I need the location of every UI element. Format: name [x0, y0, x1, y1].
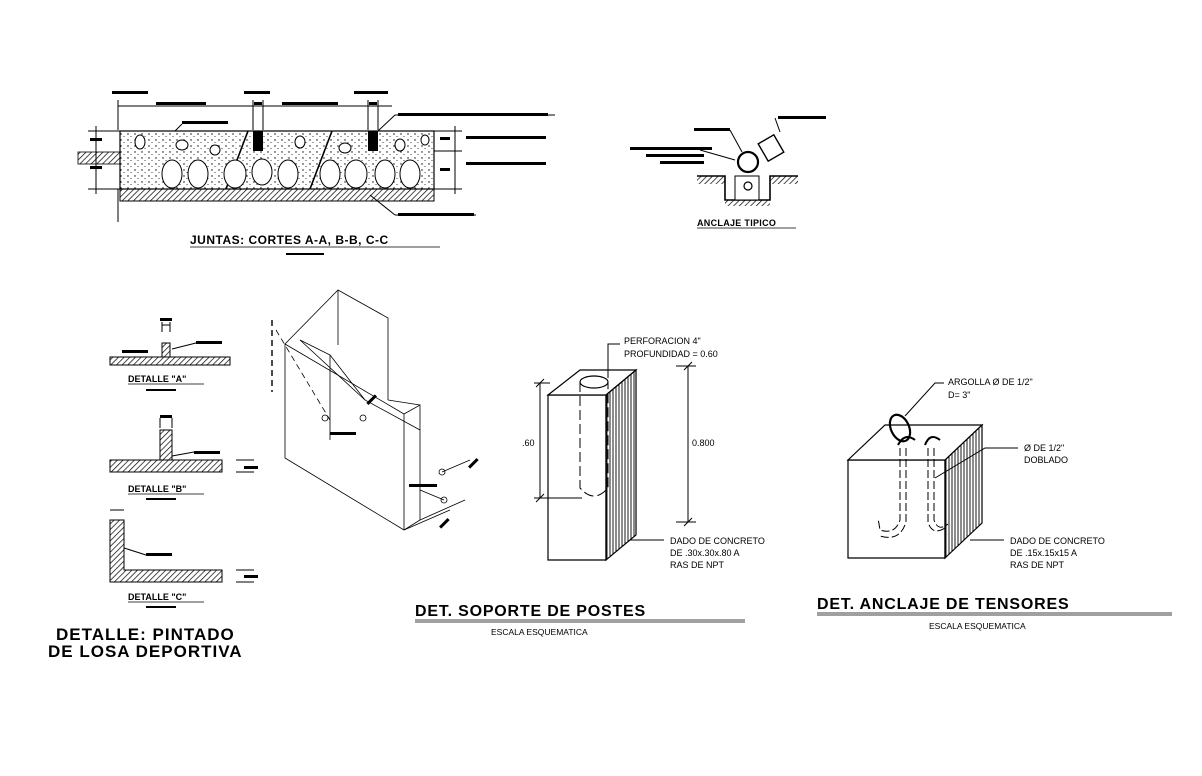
- tensor-rod-line1: Ø DE 1/2": [1024, 443, 1064, 453]
- tensor-block-line1: DADO DE CONCRETO: [1010, 536, 1105, 546]
- tensor-anchor-drawing: ARGOLLA Ø DE 1/2" D= 3" Ø DE 1/2" DOBLAD…: [817, 377, 1172, 631]
- detail-c-drawing: DETALLE "C": [109, 509, 258, 608]
- joints-section-drawing: JUNTAS: CORTES A-A, B-B, C-C: [77, 91, 555, 255]
- tensor-ring: [888, 413, 912, 443]
- detail-a-drawing: DETALLE "A": [109, 318, 231, 391]
- post-height-dim: 0.800: [692, 438, 715, 448]
- post-block-line2: DE .30x.30x.80 A: [670, 548, 740, 558]
- post-support-drawing: .60 0.800 PERFORACION 4" PROFUNDIDAD = 0…: [415, 336, 765, 637]
- post-perforation-line1: PERFORACION 4": [624, 336, 701, 346]
- joints-left-dimensions: [88, 126, 120, 222]
- detail-b-drawing: DETALLE "B": [109, 415, 258, 500]
- gravel-stones: [134, 134, 430, 189]
- post-depth-dim: .60: [522, 438, 535, 448]
- tensor-block-line2: DE .15x.15x15 A: [1010, 548, 1077, 558]
- joint-seal-1: [253, 131, 263, 151]
- painting-title-line1: DETALLE: PINTADO: [56, 625, 235, 644]
- joints-scale-mark: [286, 253, 324, 255]
- isometric-dim-marks: [330, 394, 479, 529]
- joints-title: JUNTAS: CORTES A-A, B-B, C-C: [190, 233, 389, 247]
- painting-title-line2: DE LOSA DEPORTIVA: [48, 642, 243, 661]
- tensor-rod-line2: DOBLADO: [1024, 455, 1068, 465]
- anchor-typical-drawing: ANCLAJE TIPICO: [630, 116, 826, 229]
- post-perforation-line2: PROFUNDIDAD = 0.60: [624, 349, 718, 359]
- anchor-typical-title: ANCLAJE TIPICO: [697, 218, 776, 228]
- post-block-line3: RAS DE NPT: [670, 560, 725, 570]
- post-block-front: [547, 394, 607, 561]
- detail-b-label: DETALLE "B": [128, 484, 186, 494]
- post-support-scale: ESCALA ESQUEMATICA: [491, 627, 588, 637]
- post-support-title: DET. SOPORTE DE POSTES: [415, 603, 646, 620]
- post-block-side: [605, 368, 637, 562]
- joints-top-dimensions: [112, 91, 392, 130]
- tensor-ring-line2: D= 3": [948, 390, 970, 400]
- tensor-block-side: [944, 423, 983, 560]
- post-perforation: [579, 375, 609, 389]
- post-block-line1: DADO DE CONCRETO: [670, 536, 765, 546]
- detail-a-label: DETALLE "A": [128, 374, 186, 384]
- base-layer: [119, 188, 435, 202]
- isometric-detail-drawing: [271, 289, 471, 531]
- anchor-ring: [736, 150, 760, 174]
- tensor-block-front: [847, 459, 946, 559]
- joints-right-callouts: [174, 113, 555, 216]
- painting-title-block: DETALLE: PINTADO DE LOSA DEPORTIVA: [48, 625, 243, 661]
- joint-seal-2: [368, 131, 378, 151]
- tensor-block-line3: RAS DE NPT: [1010, 560, 1065, 570]
- tensor-anchor-scale: ESCALA ESQUEMATICA: [929, 621, 1026, 631]
- tensor-anchor-title: DET. ANCLAJE DE TENSORES: [817, 596, 1069, 613]
- tensor-ring-line1: ARGOLLA Ø DE 1/2": [948, 377, 1033, 387]
- adjacent-ground: [77, 151, 121, 165]
- detail-c-label: DETALLE "C": [128, 592, 186, 602]
